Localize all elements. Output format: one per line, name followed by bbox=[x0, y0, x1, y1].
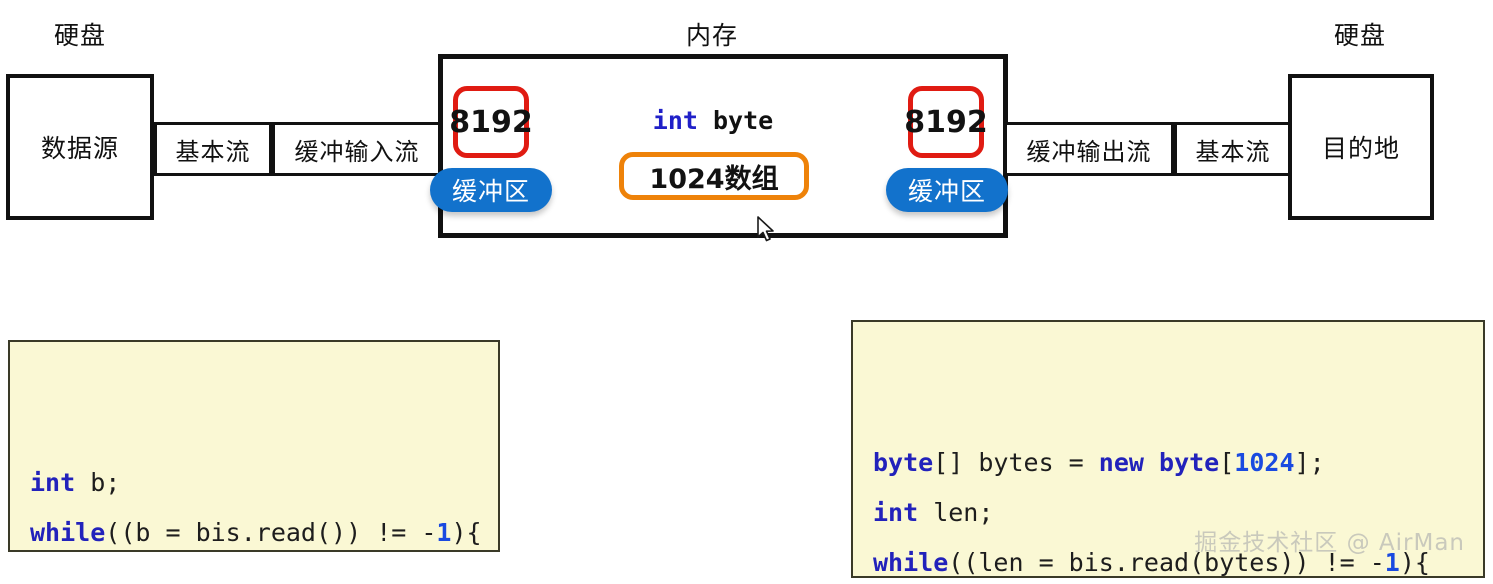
code-line: while((b = bis.read()) != -1){ bbox=[30, 518, 482, 547]
input-stream-buffered: 缓冲输入流 bbox=[272, 122, 442, 176]
zone-label-memory: 内存 bbox=[685, 21, 738, 50]
zone-label-disk-right: 硬盘 bbox=[1333, 21, 1386, 50]
code-line: while((len = bis.read(bytes)) != -1){ bbox=[873, 548, 1430, 577]
zone-label-disk-left: 硬盘 bbox=[53, 21, 106, 50]
code-panel-single-byte: int b;while((b = bis.read()) != -1){ bos… bbox=[8, 340, 500, 552]
output-stream-buffered: 缓冲输出流 bbox=[1004, 122, 1174, 176]
type-label-keyword: int bbox=[652, 106, 698, 135]
watermark: 掘金技术社区 @ AirMan bbox=[1194, 530, 1465, 556]
code-line: int b; bbox=[30, 468, 121, 497]
input-stream-basic: 基本流 bbox=[154, 122, 272, 176]
code-line: int len; bbox=[873, 498, 994, 527]
data-source-box: 数据源 bbox=[6, 74, 154, 220]
output-stream-basic: 基本流 bbox=[1174, 122, 1292, 176]
output-buffer-pill: 缓冲区 bbox=[886, 168, 1008, 212]
code-lines-left: int b;while((b = bis.read()) != -1){ bos… bbox=[30, 458, 482, 550]
input-buffer-size-box: 8192 bbox=[449, 86, 533, 158]
input-buffer-pill: 缓冲区 bbox=[430, 168, 552, 212]
output-buffer-size-box: 8192 bbox=[904, 86, 988, 158]
type-label-name: byte bbox=[713, 106, 774, 135]
array-box: 1024数组 bbox=[619, 152, 809, 200]
code-panel-byte-array: byte[] bytes = new byte[1024]; int len; wh… bbox=[851, 320, 1485, 578]
type-label: int byte bbox=[610, 106, 816, 135]
code-lines-right: byte[] bytes = new byte[1024]; int len; wh… bbox=[873, 438, 1463, 577]
code-line: byte[] bytes = new byte[1024]; bbox=[873, 448, 1325, 477]
destination-box: 目的地 bbox=[1288, 74, 1434, 220]
